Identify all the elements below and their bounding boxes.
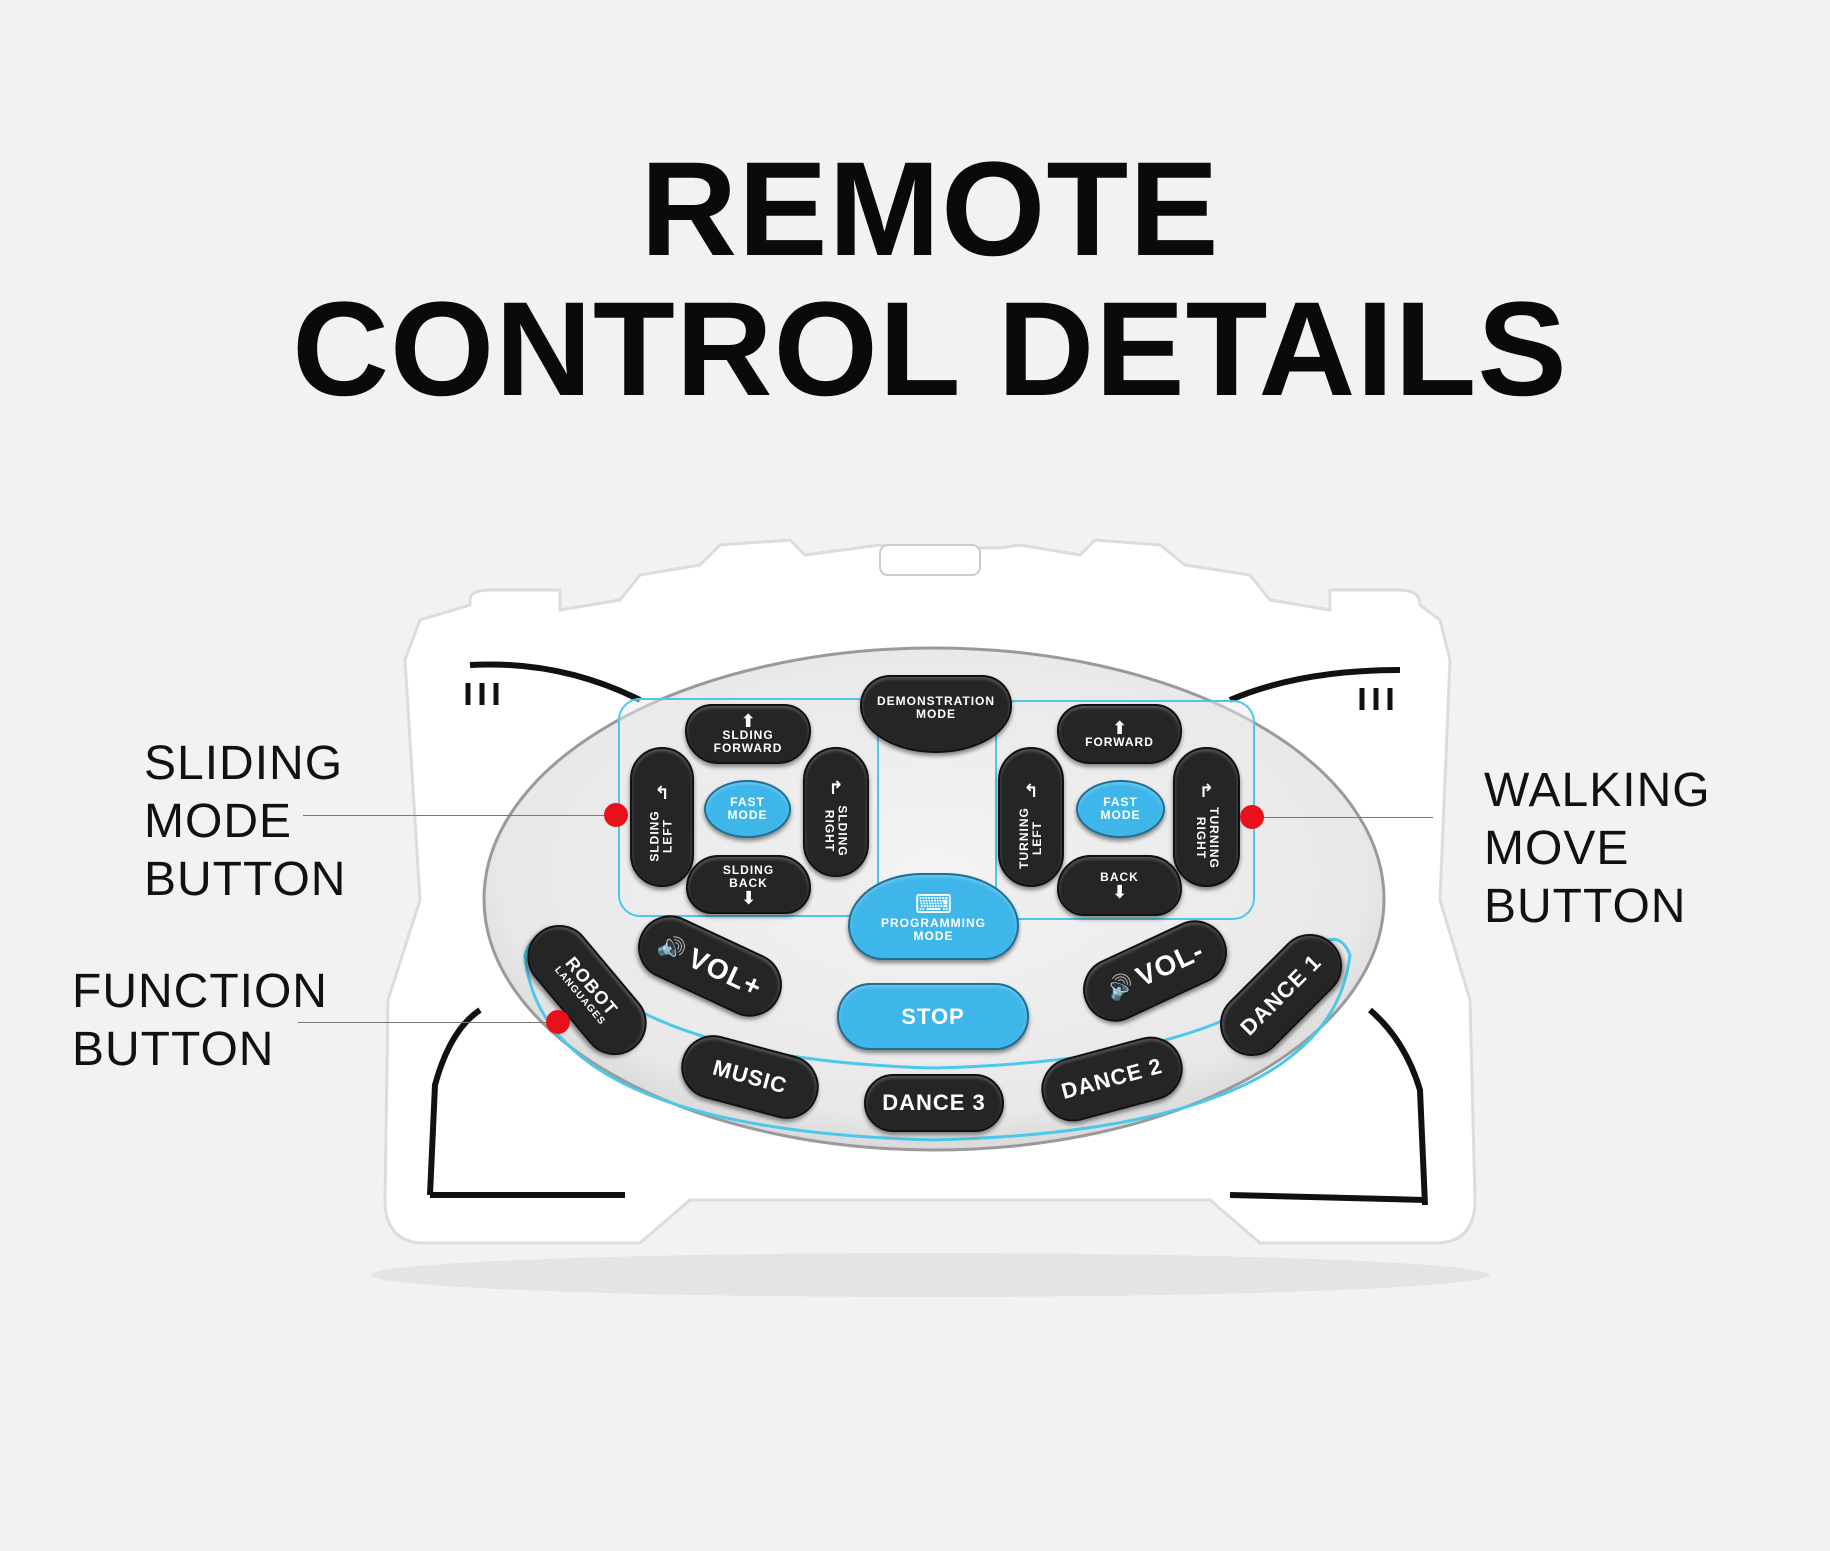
label: PROGRAMMING [881,915,986,930]
label: STOP [901,1003,965,1029]
label: SLDING [722,728,774,742]
arrow-down-icon: ⬇ [1111,882,1128,902]
stop-button[interactable]: STOP [837,983,1029,1050]
turn-right-arrow-icon: ↱ [828,778,844,798]
callout-line: FUNCTION [72,965,328,1018]
label: FORWARD [713,741,783,755]
label: MODE [913,928,954,943]
callout-line: MODE [144,795,292,848]
walking-leader-line [1252,817,1433,818]
label: LEFT [1029,821,1044,856]
label: RIGHT [823,809,837,853]
forward-button[interactable]: ⬆ FORWARD [1057,704,1182,764]
callout-line: SLIDING [144,737,344,790]
turn-left-arrow-icon: ↰ [654,783,670,803]
label: RIGHT [1193,816,1208,860]
fast-mode-right-button[interactable]: FAST MODE [1076,780,1165,838]
label: LEFT [661,819,675,853]
label: MODE [727,808,768,822]
sliding-leader-line [303,815,616,816]
keyboard-icon: ⌨ [914,888,953,919]
callout-line: WALKING [1484,764,1711,817]
callout-line: BUTTON [144,853,347,906]
walking-move-callout: WALKING MOVE BUTTON [1484,762,1830,936]
arrow-down-icon: ⬇ [740,887,757,908]
page-title-line1: REMOTE [640,135,1220,284]
walking-marker-dot [1240,805,1264,829]
sliding-forward-button[interactable]: ⬆ SLDING FORWARD [685,704,811,764]
demonstration-mode-button[interactable]: DEMONSTRATION MODE [860,675,1012,753]
turn-right-arrow-icon: ↱ [1198,781,1215,801]
function-marker-dot [546,1010,570,1034]
label: FORWARD [1085,734,1154,749]
dance-3-button[interactable]: DANCE 3 [864,1074,1004,1132]
label: MODE [1100,808,1141,822]
label: DEMONSTRATION [876,694,996,708]
function-callout: FUNCTION BUTTON [72,963,328,1079]
label: DANCE 2 [1058,1053,1166,1104]
label: MODE [916,707,956,721]
sliding-mode-callout: SLIDING MODE BUTTON [144,735,346,909]
label: FAST [730,795,765,809]
label: FAST [1103,795,1138,809]
sliding-back-button[interactable]: SLDING BACK ⬇ [686,855,811,914]
label: BACK [1100,870,1139,884]
label: VOL- [1131,934,1209,993]
label: BACK [729,875,768,890]
fast-mode-left-button[interactable]: FAST MODE [704,780,791,838]
programming-mode-button[interactable]: ⌨ PROGRAMMING MODE [848,873,1019,960]
label: SLDING [836,805,850,857]
label: DANCE 3 [882,1090,986,1115]
back-button[interactable]: BACK ⬇ [1057,855,1182,916]
turn-left-arrow-icon: ↰ [1023,781,1039,801]
speaker-icon: 🔊 [1102,969,1138,1004]
page-title-line2: CONTROL DETAILS [292,275,1568,424]
arrow-up-icon: ⬆ [1111,717,1128,738]
arrow-up-icon: ⬆ [740,711,756,731]
sliding-marker-dot [604,803,628,827]
label: TURNING [1206,807,1221,869]
label: SLDING [722,862,775,877]
callout-line: BUTTON [72,1023,275,1076]
label: MUSIC [710,1054,791,1099]
function-leader-line [298,1022,558,1023]
label: VOL+ [683,942,768,1004]
callout-line: MOVE BUTTON [1484,822,1687,933]
speaker-icon: 🔊 [654,930,690,965]
